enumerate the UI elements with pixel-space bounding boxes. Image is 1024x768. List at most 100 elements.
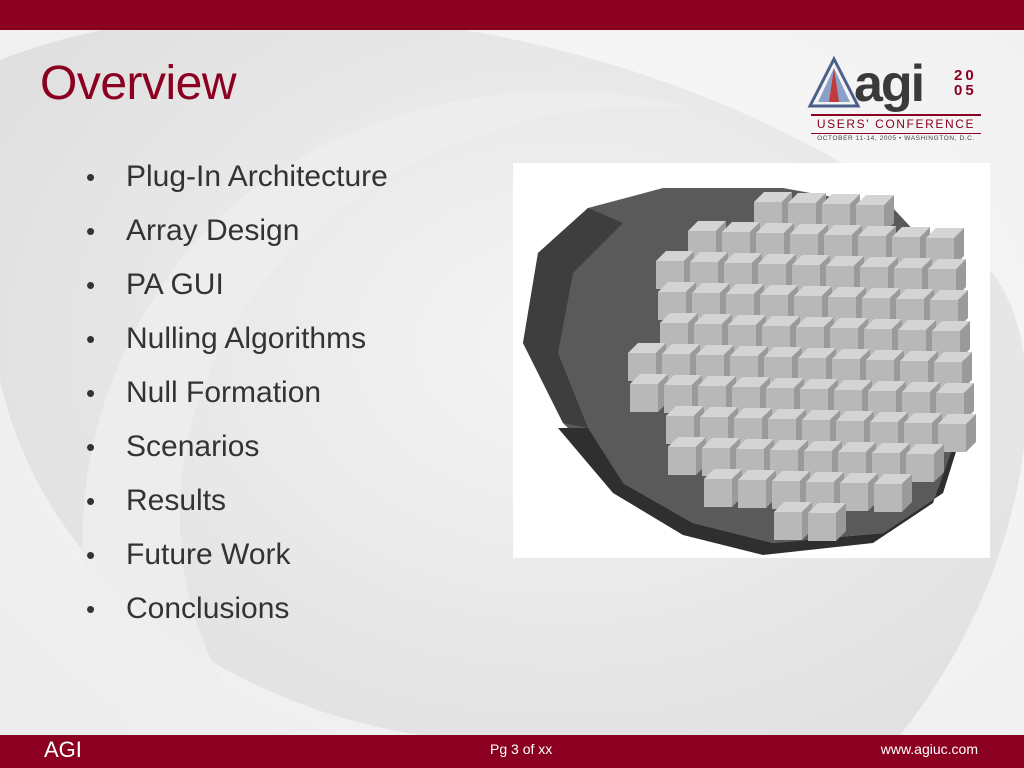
array-element-cube-top — [894, 258, 932, 268]
array-element-cube-top — [806, 472, 844, 482]
array-element-cube-top — [830, 318, 868, 328]
logo-subtitle: USERS' CONFERENCE — [816, 117, 976, 131]
logo-year: 20 05 — [954, 68, 986, 98]
array-element-cube-top — [872, 443, 910, 453]
bullet-icon: • — [86, 486, 96, 516]
array-element-cube-side — [902, 474, 912, 512]
array-element-cube-top — [792, 255, 830, 265]
bullet-text: Plug-In Architecture — [126, 160, 388, 193]
phased-array-antenna-icon — [523, 188, 976, 555]
array-element-cube-top — [758, 254, 796, 264]
array-element-cube-top — [772, 471, 810, 481]
array-element-cube-top — [808, 503, 846, 513]
array-element-cube-top — [628, 343, 666, 353]
bullet-text: Nulling Algorithms — [126, 322, 367, 355]
array-element-cube-top — [736, 439, 774, 449]
array-element-cube-top — [866, 350, 904, 360]
agi-conference-logo: agi 20 05 USERS' CONFERENCE OCTOBER 11-1… — [806, 56, 986, 148]
array-element-cube — [668, 447, 696, 475]
array-element-cube — [630, 384, 658, 412]
array-element-cube-top — [800, 379, 838, 389]
array-element-cube-top — [768, 409, 806, 419]
slide-title: Overview — [40, 57, 237, 110]
array-element-cube-top — [900, 351, 938, 361]
array-element-cube-top — [928, 259, 966, 269]
array-element-cube-top — [902, 382, 940, 392]
array-element-cube-top — [660, 313, 698, 323]
array-element-cube-side — [960, 321, 970, 359]
array-element-cube-top — [874, 474, 912, 484]
array-element-cube-top — [756, 223, 794, 233]
logo-year-bottom: 05 — [954, 82, 977, 99]
array-element-cube-top — [926, 228, 964, 238]
array-element-cube-top — [668, 437, 706, 447]
array-element-cube-top — [762, 316, 800, 326]
array-element-cube-top — [722, 222, 760, 232]
bullet-icon: • — [86, 594, 96, 624]
bullet-item: •Array Design — [86, 209, 388, 263]
array-element-cube-top — [794, 286, 832, 296]
logo-triangle-icon — [807, 56, 861, 108]
array-element-cube-side — [956, 259, 966, 297]
array-element-cube-top — [694, 314, 732, 324]
bullet-item: • Nulling Algorithms — [86, 317, 388, 371]
bullet-item: •Results — [86, 479, 388, 533]
array-element-cube-top — [938, 414, 976, 424]
array-element-cube-top — [732, 377, 770, 387]
array-element-cube-top — [698, 376, 736, 386]
array-element-cube-side — [954, 228, 964, 266]
array-element-cube-side — [966, 414, 976, 452]
bullet-icon: • — [86, 270, 96, 300]
logo-rule — [811, 133, 981, 134]
array-element-cube — [738, 480, 766, 508]
array-element-cube-top — [728, 315, 766, 325]
array-element-cube-side — [964, 383, 974, 421]
array-element-cube-top — [738, 470, 776, 480]
bullet-text: Array Design — [126, 214, 300, 247]
array-element-cube-side — [836, 503, 846, 541]
bullet-icon: • — [86, 378, 96, 408]
array-element-cube-top — [862, 288, 900, 298]
array-element-cube-top — [930, 290, 968, 300]
array-element-cube-top — [696, 345, 734, 355]
bullet-item: •PA GUI — [86, 263, 388, 317]
array-element-cube-top — [704, 469, 742, 479]
bullet-text: Future Work — [126, 538, 291, 571]
array-element-cube-top — [804, 441, 842, 451]
array-element-cube-top — [904, 413, 942, 423]
bullet-icon: • — [86, 324, 96, 354]
bullet-item: • Plug-In Architecture — [86, 155, 388, 209]
bullet-item: •Scenarios — [86, 425, 388, 479]
phased-array-image — [513, 163, 990, 558]
array-element-cube — [704, 479, 732, 507]
array-element-cube-top — [754, 192, 792, 202]
array-element-cube-top — [860, 257, 898, 267]
array-element-cube-top — [858, 226, 896, 236]
bullet-icon: • — [86, 162, 96, 192]
logo-rule — [811, 114, 981, 116]
bullet-text: Null Formation — [126, 376, 322, 409]
array-element-cube-side — [934, 444, 944, 482]
array-element-cube — [874, 484, 902, 512]
array-element-cube-top — [796, 317, 834, 327]
array-element-cube-top — [870, 412, 908, 422]
array-element-cube-top — [864, 319, 902, 329]
top-bar — [0, 0, 1024, 30]
array-element-cube-top — [760, 285, 798, 295]
array-element-cube-top — [658, 282, 696, 292]
array-element-cube-top — [832, 349, 870, 359]
array-element-cube-side — [962, 352, 972, 390]
array-element-cube-top — [700, 407, 738, 417]
array-element-cube-top — [898, 320, 936, 330]
array-element-cube-top — [664, 375, 702, 385]
array-element-cube-top — [934, 352, 972, 362]
array-element-cube-top — [828, 287, 866, 297]
array-element-cube-top — [692, 283, 730, 293]
footer-page-number: Pg 3 of xx — [490, 741, 553, 757]
array-element-cube-top — [826, 256, 864, 266]
array-element-cube-top — [766, 378, 804, 388]
array-element-cube-top — [730, 346, 768, 356]
array-element-cube-top — [770, 440, 808, 450]
array-element-cube-side — [958, 290, 968, 328]
